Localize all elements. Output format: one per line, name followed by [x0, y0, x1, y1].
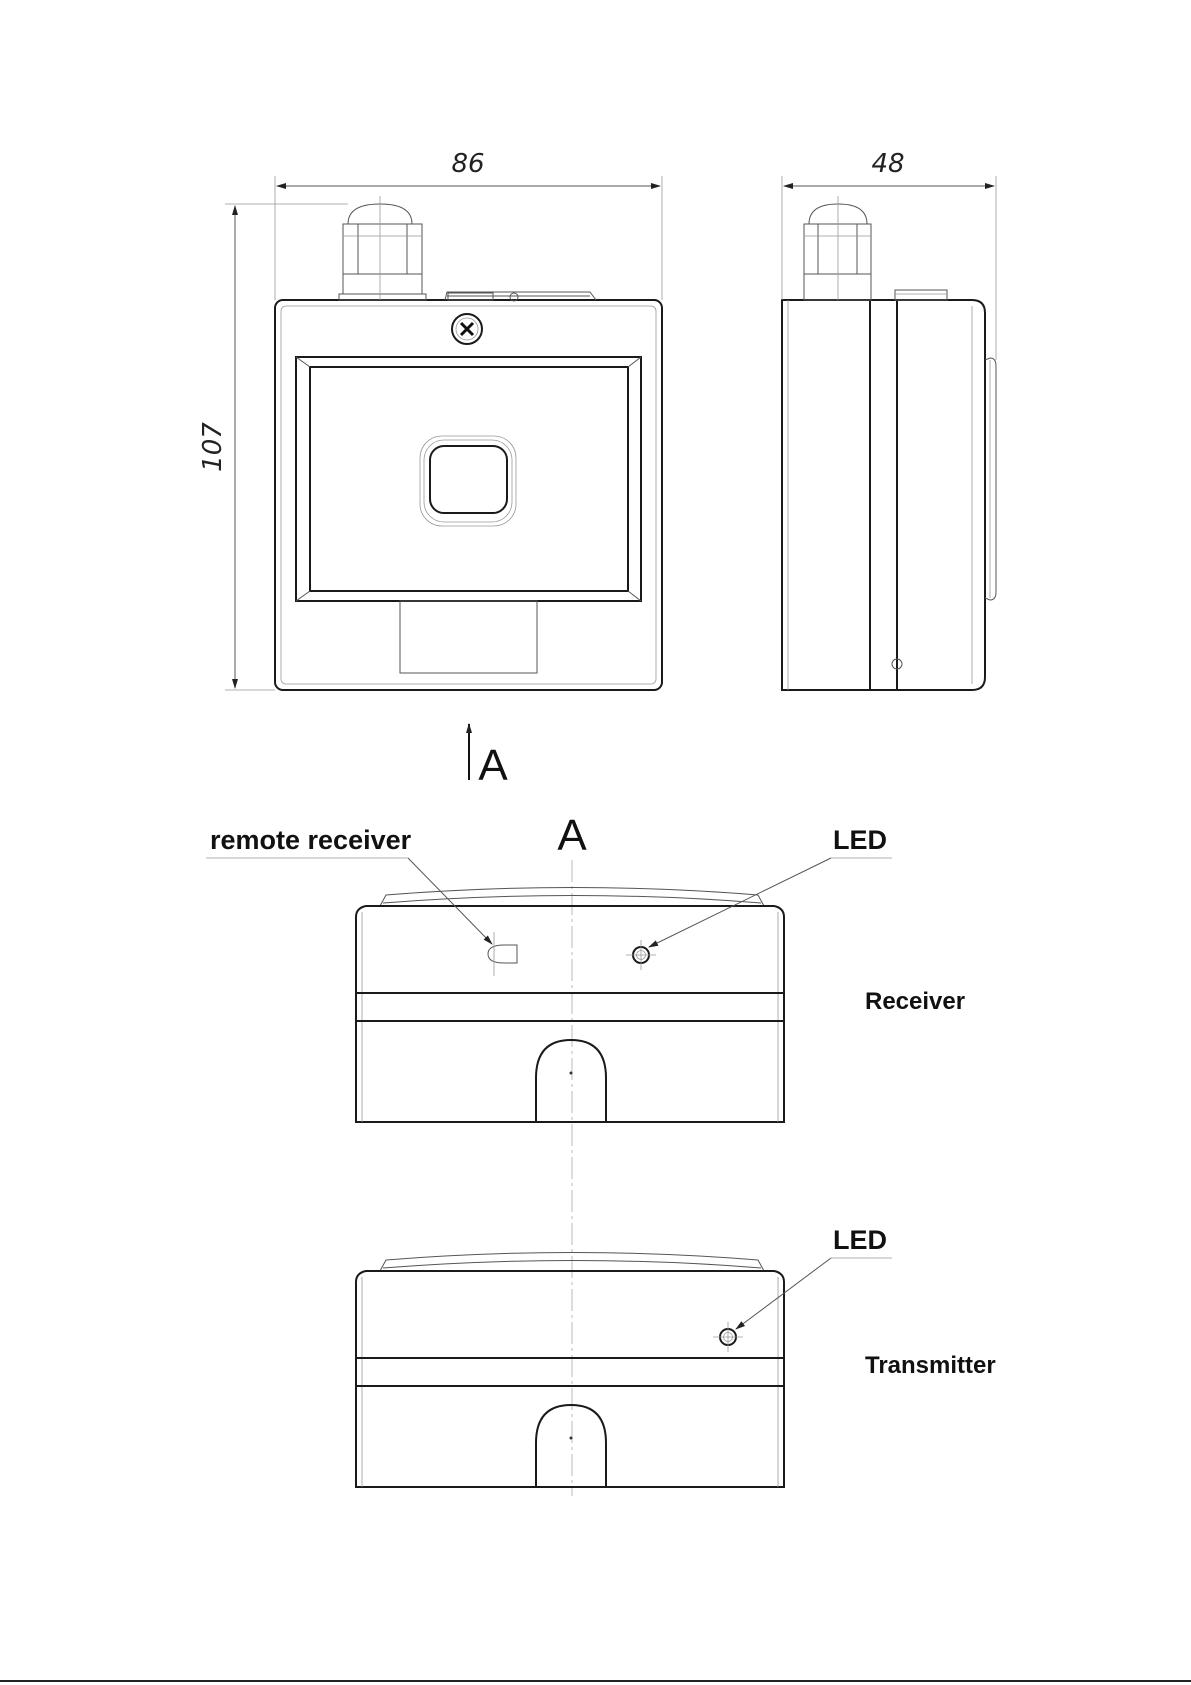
section-view-title: A	[557, 811, 587, 860]
view-arrow: A	[469, 724, 508, 790]
side-cable-gland	[804, 196, 871, 300]
sensor-button	[430, 446, 507, 513]
depth-dimension-value: 48	[871, 149, 904, 179]
transmitter-label: Transmitter	[865, 1352, 996, 1379]
receiver-led-icon	[626, 940, 656, 970]
side-view	[782, 196, 996, 690]
side-clip	[985, 358, 996, 600]
label-plate	[400, 601, 537, 673]
front-view	[275, 196, 662, 690]
receiver-label: Receiver	[865, 988, 965, 1015]
side-latch	[895, 290, 947, 300]
front-body-outline	[275, 300, 662, 690]
remote-receiver-callout: remote receiver	[206, 825, 492, 944]
transmitter-body-outline	[356, 1271, 784, 1487]
depth-dimension: 48	[782, 149, 996, 360]
height-dimension: 107	[198, 204, 348, 690]
front-body-inner-edge	[281, 306, 656, 684]
receiver-body-outline	[356, 906, 784, 1122]
screw-icon	[452, 314, 482, 344]
remote-receiver-label: remote receiver	[210, 825, 412, 855]
side-body-outline	[782, 300, 985, 690]
display-window	[310, 367, 628, 591]
width-dimension-value: 86	[451, 149, 484, 179]
receiver-bottom-view	[356, 888, 784, 1123]
transmitter-cable-notch	[536, 1405, 606, 1487]
transmitter-led-callout: LED	[736, 1225, 892, 1329]
display-frame	[296, 357, 641, 601]
cable-gland	[339, 196, 426, 300]
transmitter-led-icon	[713, 1322, 743, 1352]
transmitter-bottom-view	[356, 1253, 784, 1488]
receiver-led-label: LED	[833, 825, 887, 855]
receiver-led-callout: LED	[649, 825, 892, 947]
view-arrow-letter: A	[478, 741, 508, 790]
transmitter-led-label: LED	[833, 1225, 887, 1255]
height-dimension-value: 107	[198, 422, 228, 472]
remote-receiver-window	[488, 945, 517, 963]
receiver-cable-notch	[536, 1040, 606, 1122]
width-dimension: 86	[275, 149, 662, 300]
